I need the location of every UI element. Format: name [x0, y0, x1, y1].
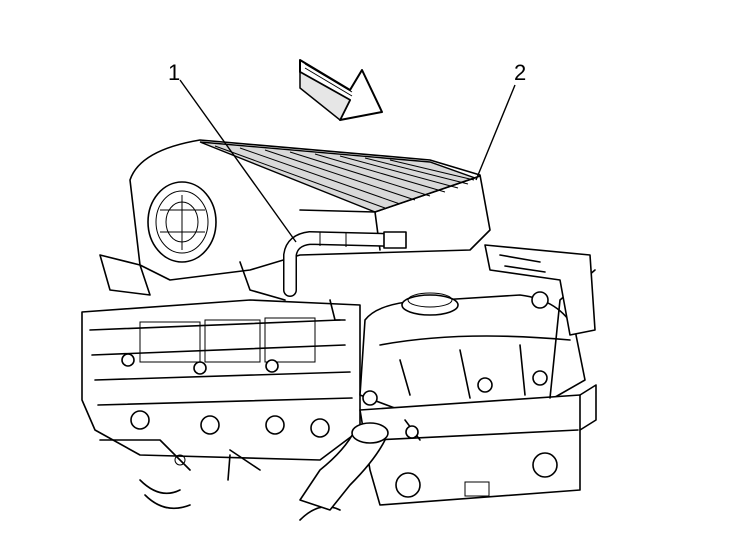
callout-1-number: 1 — [168, 60, 180, 85]
right-side-components — [484, 244, 596, 336]
direction-arrow-icon — [299, 59, 383, 122]
coolant-reservoir — [359, 292, 586, 411]
callout-2-number: 2 — [514, 60, 526, 85]
outlet-hose — [299, 419, 421, 511]
callout-2-leader — [475, 84, 516, 181]
callout-1-leader — [179, 79, 297, 243]
intake-duct-opening — [147, 181, 217, 263]
engine-block — [81, 299, 361, 521]
callout-leaders — [179, 79, 516, 243]
vent-hose — [283, 230, 407, 321]
air-cleaner-ribs — [214, 145, 475, 209]
